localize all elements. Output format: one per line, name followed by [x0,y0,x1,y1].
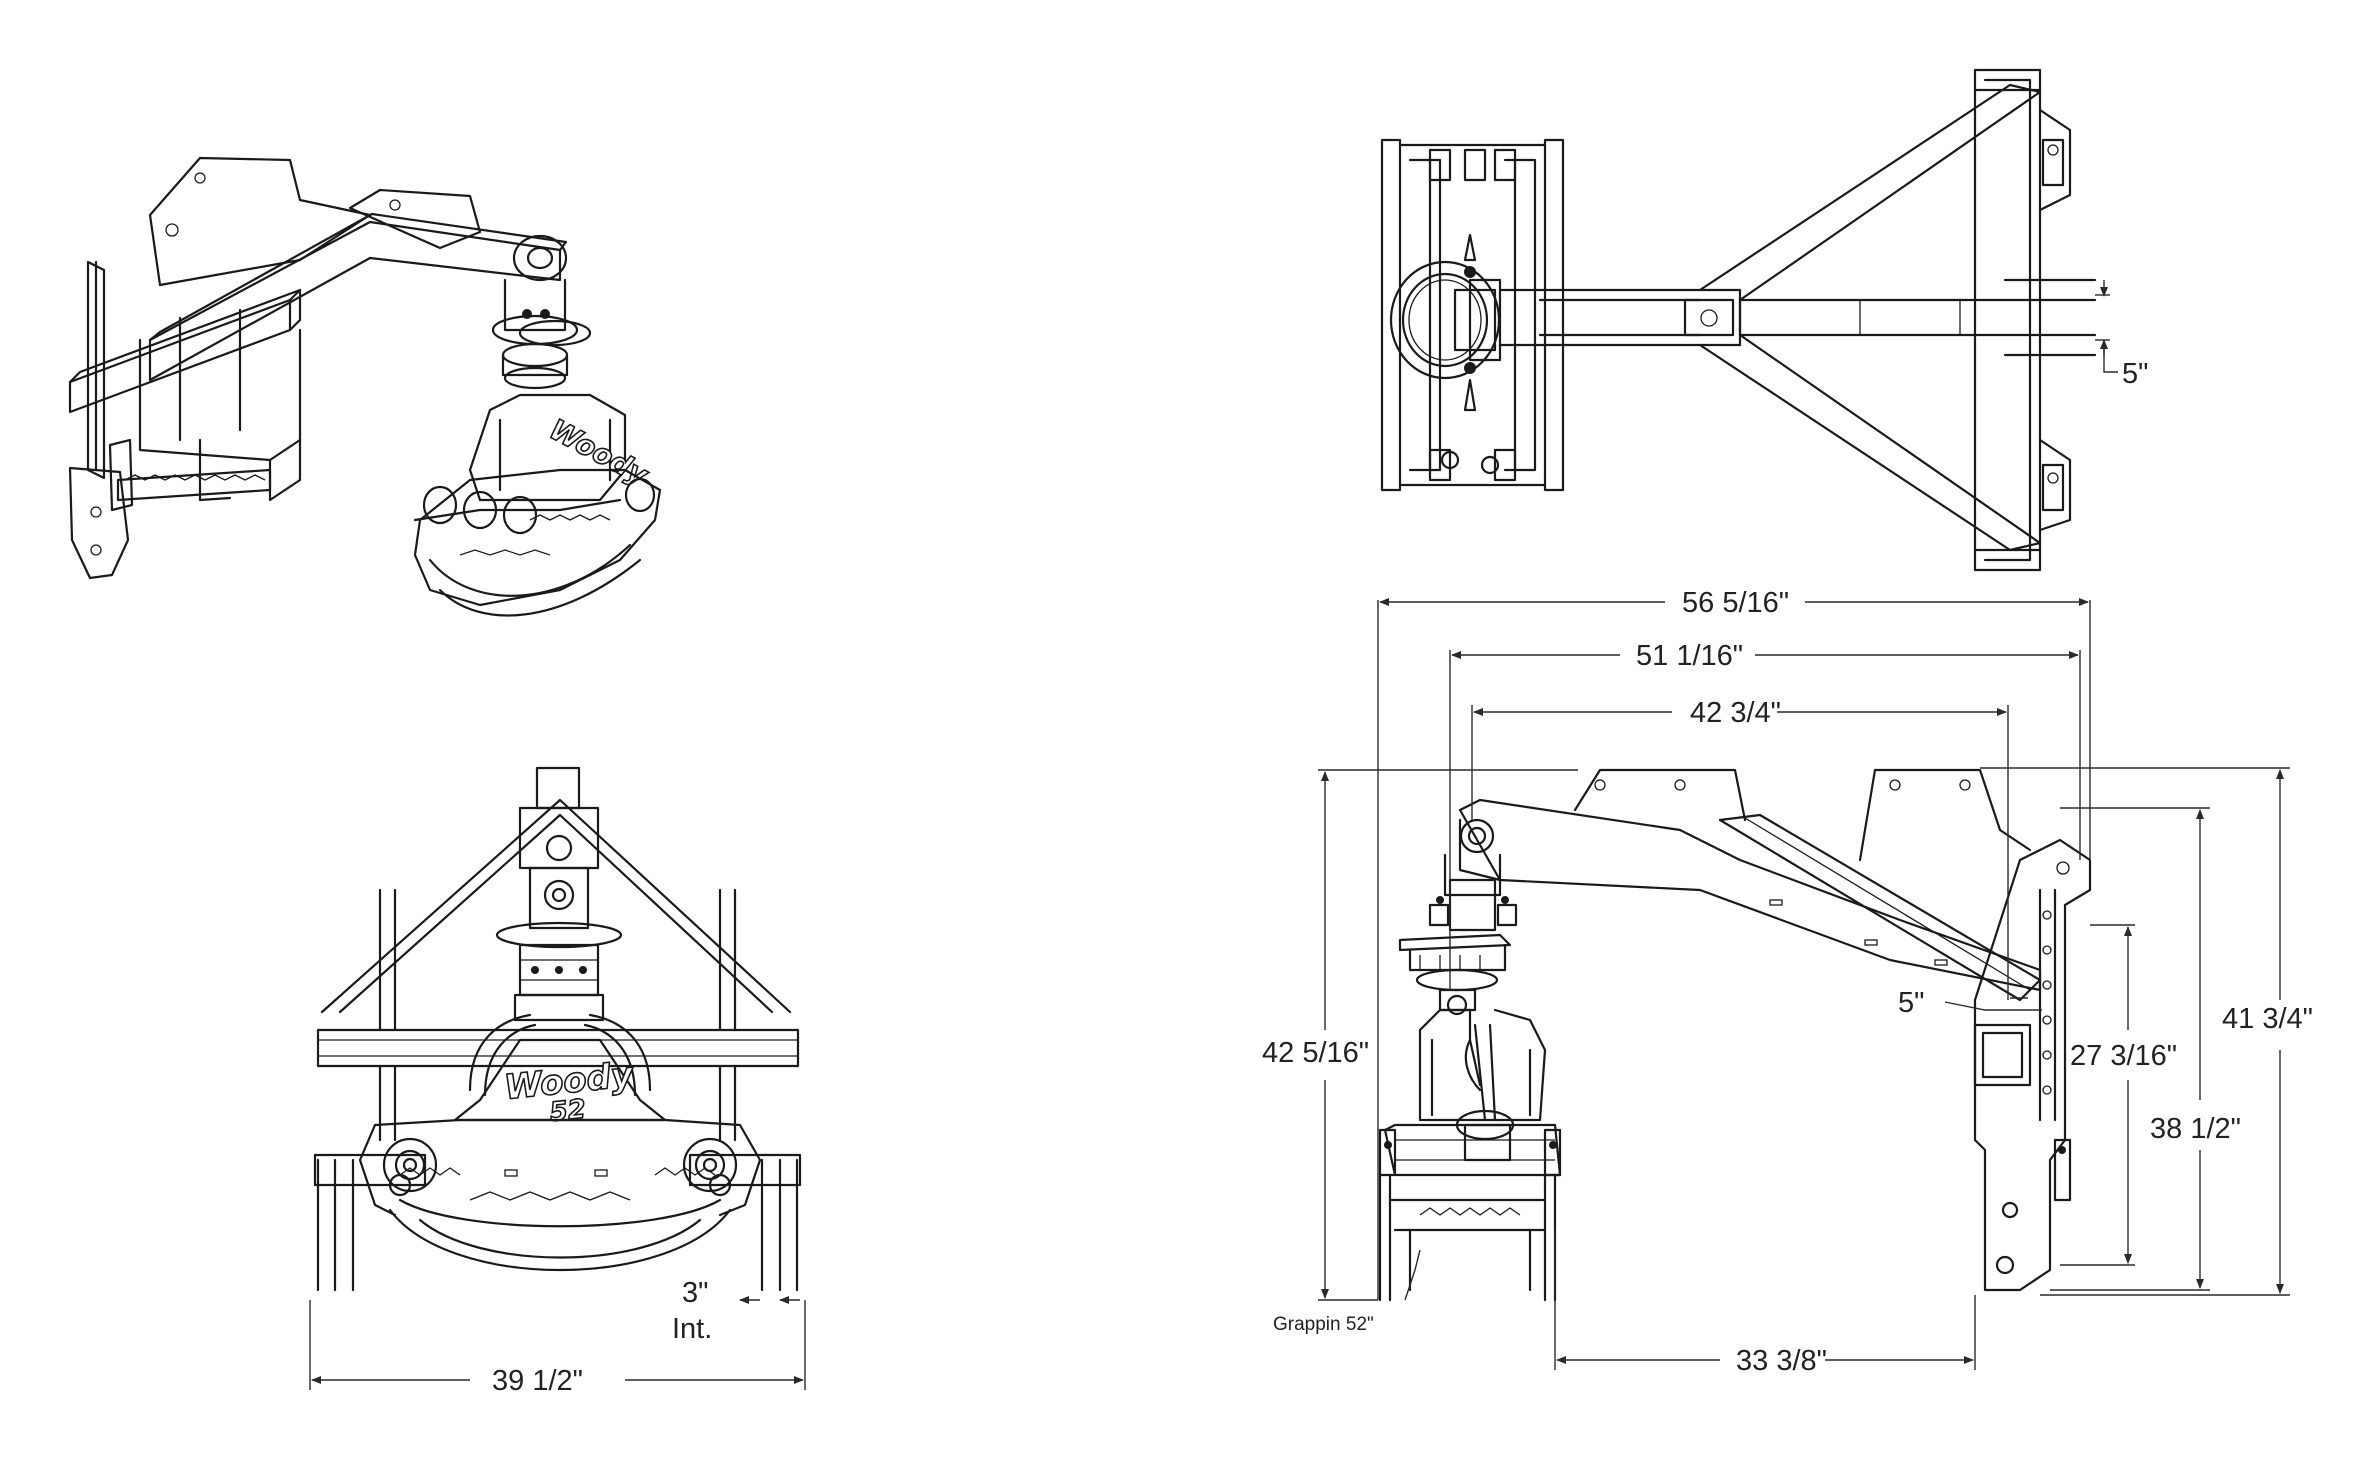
grapple-logo-iso: Woody [544,413,655,493]
top-view: 5" [1380,68,2148,572]
dim-overall-height-right: 41 3/4" [2222,1003,2313,1035]
dim-side-offset: 5" [1898,987,1924,1019]
isometric-view: Woody [68,156,662,617]
dim-interior-gap: 3" [682,1277,708,1309]
dim-top-offset: 5" [2122,358,2148,390]
grapple-callout-label: Grappin 52" [1273,1314,1374,1335]
side-view: Grappin 52" 56 5/16" 51 1/16" 42 3/4" 42… [1262,587,2313,1377]
grapple-model-front: 52 [548,1094,587,1128]
dim-reach-2: 42 3/4" [1690,697,1781,729]
dim-mast-height: 27 3/16" [2070,1040,2177,1072]
dim-interior-suffix: Int. [672,1313,712,1345]
dim-overall-length: 56 5/16" [1682,587,1789,619]
dim-overall-height-left: 42 5/16" [1262,1037,1369,1069]
dim-height-38: 38 1/2" [2150,1113,2241,1145]
front-view: Woody 52 3" Int. 39 1/2" [309,766,806,1397]
dim-reach-1: 51 1/16" [1636,640,1743,672]
dim-front-width: 39 1/2" [492,1365,583,1397]
dim-base-width: 33 3/8" [1736,1345,1827,1377]
